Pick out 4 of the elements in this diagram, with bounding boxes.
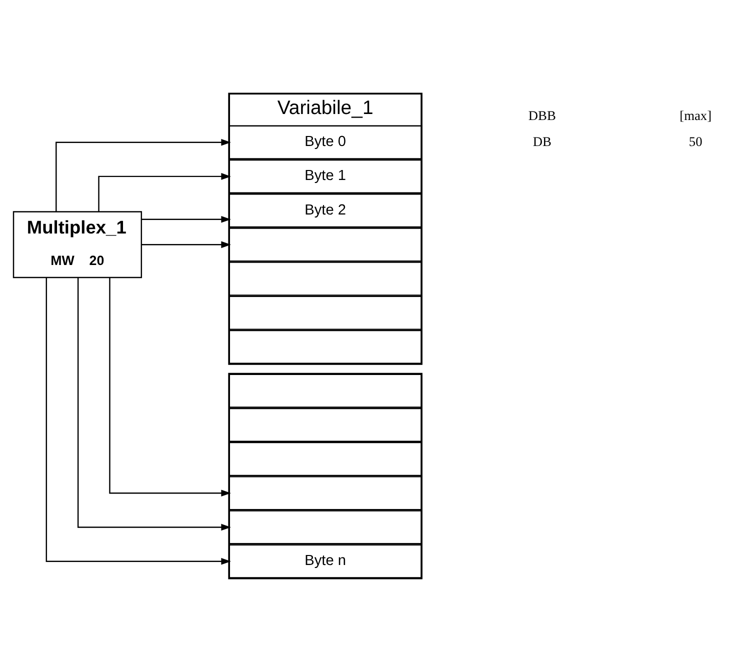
label: [max] (680, 108, 712, 124)
label: DBB (528, 108, 556, 124)
label: DB (532, 134, 552, 149)
label: 50 (688, 134, 702, 149)
